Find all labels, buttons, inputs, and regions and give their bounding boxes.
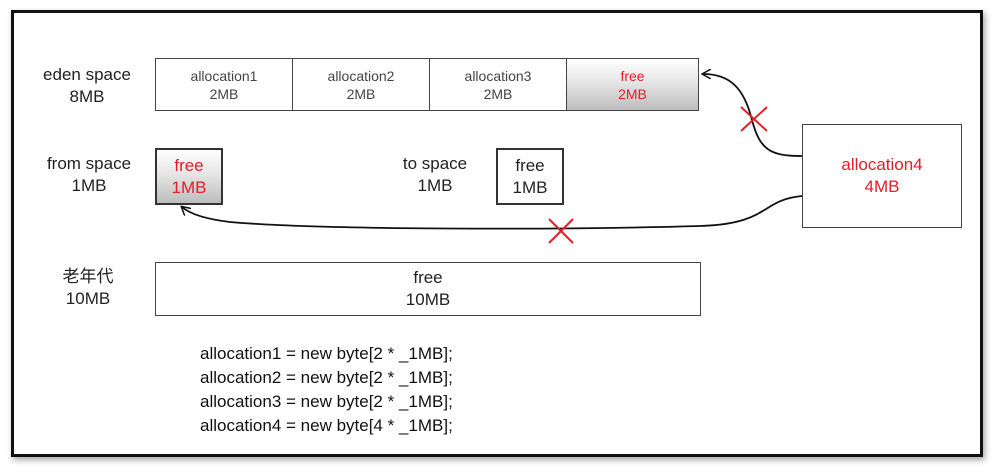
cross-mark-eden [740, 106, 768, 132]
code-line: allocation1 = new byte[2 * _1MB]; [200, 344, 453, 363]
arrow-to-eden-free [703, 74, 803, 157]
code-line: allocation3 = new byte[2 * _1MB]; [200, 392, 453, 411]
to-space-free-block: free 1MB [496, 148, 564, 205]
arrow-to-from-space [182, 195, 803, 230]
from-space-label: from space 1MB [46, 154, 132, 195]
cross-mark-from-space [548, 218, 574, 244]
to-space-label: to space 1MB [402, 154, 468, 195]
eden-block-allocation2: allocation2 2MB [292, 58, 430, 111]
from-space-free-block: free 1MB [155, 148, 223, 205]
eden-block-allocation3: allocation3 2MB [429, 58, 567, 111]
code-line: allocation4 = new byte[4 * _1MB]; [200, 416, 453, 435]
allocation4-block: allocation4 4MB [802, 124, 962, 228]
eden-space-label: eden space 8MB [43, 65, 131, 106]
code-line: allocation2 = new byte[2 * _1MB]; [200, 368, 453, 387]
eden-block-free: free 2MB [566, 58, 699, 111]
old-gen-label: 老年代 10MB [62, 267, 114, 308]
old-gen-free-block: free 10MB [155, 262, 701, 316]
code-block: allocation1 = new byte[2 * _1MB]; alloca… [200, 342, 453, 438]
